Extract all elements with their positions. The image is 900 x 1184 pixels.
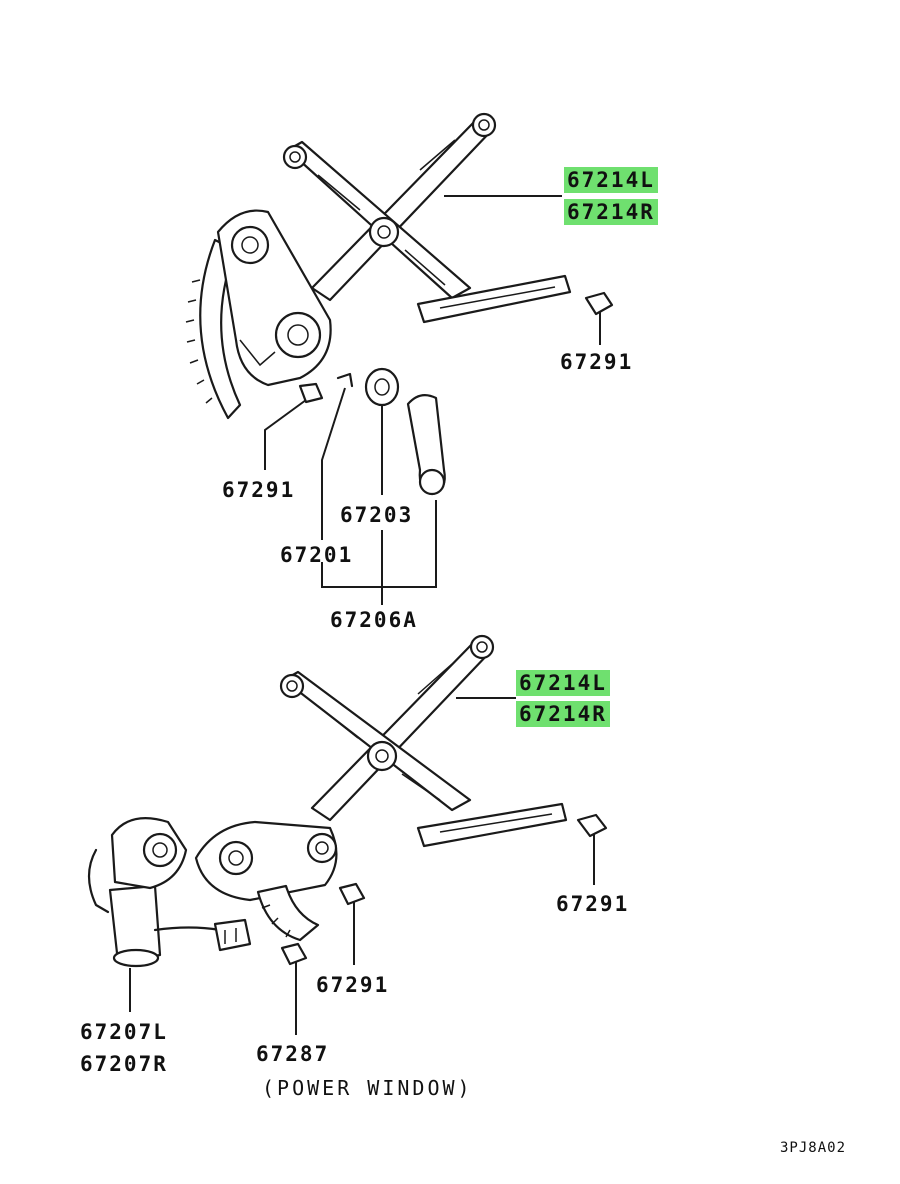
part-label-bolt-right-top: 67291 <box>560 350 634 374</box>
part-label-clip: 67201 <box>280 543 354 567</box>
part-label-bolt-left-top: 67291 <box>222 478 296 502</box>
part-label-bolt-center-bottom: 67291 <box>316 973 390 997</box>
power-window-caption: (POWER WINDOW) <box>262 1076 473 1100</box>
part-label-bolt-right-bottom: 67291 <box>556 892 630 916</box>
manual-regulator-assembly <box>185 112 614 605</box>
part-label-regulator-r-top[interactable]: 67214R <box>564 199 658 225</box>
diagram-reference-code: 3PJ8A02 <box>780 1140 847 1156</box>
part-label-handle-set: 67206A <box>330 608 418 632</box>
part-label-regulator-l-bottom[interactable]: 67214L <box>516 670 610 696</box>
power-regulator-assembly <box>87 634 608 1035</box>
part-label-regulator-l-top[interactable]: 67214L <box>564 167 658 193</box>
part-label-spacer: 67203 <box>340 503 414 527</box>
part-label-motor-r: 67207R <box>80 1052 168 1076</box>
part-label-screw: 67287 <box>256 1042 330 1066</box>
part-label-regulator-r-bottom[interactable]: 67214R <box>516 701 610 727</box>
part-label-motor-l: 67207L <box>80 1020 168 1044</box>
